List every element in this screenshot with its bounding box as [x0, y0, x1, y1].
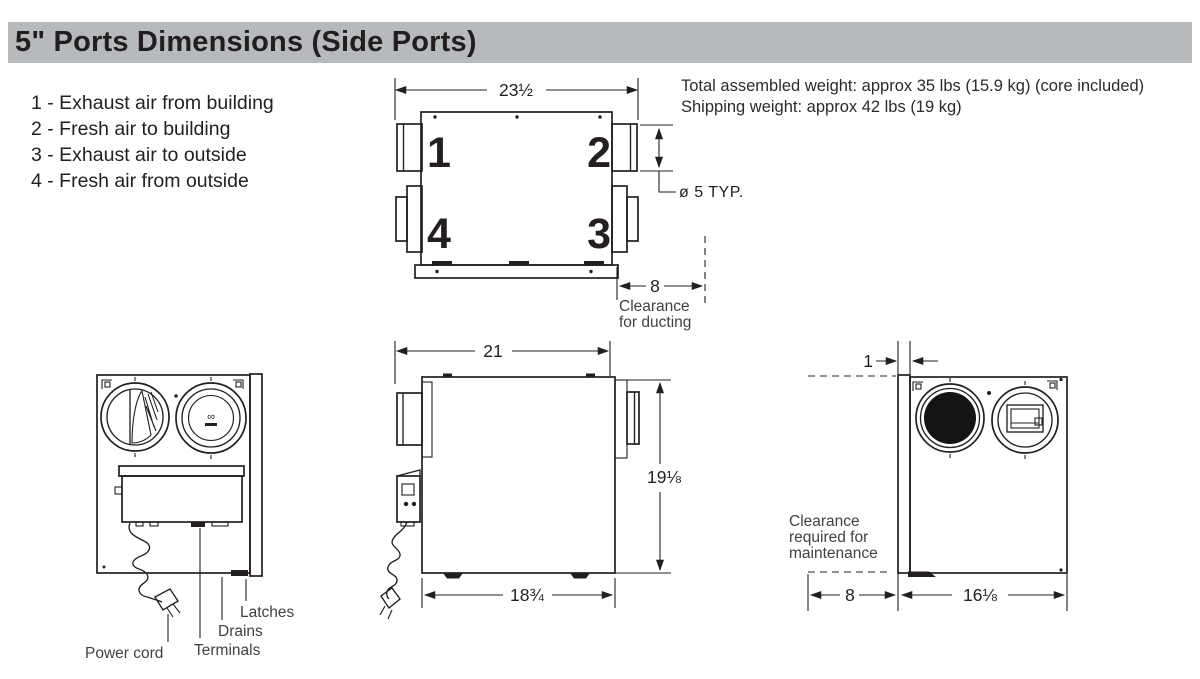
left-side-view-diagram: ∞ Power cord Terminals Drains Latches [85, 373, 295, 662]
height-dimension: 19⅛ [615, 379, 681, 574]
bottom-width-dimension: 18¾ [421, 578, 616, 608]
port-label-4: 4 [427, 210, 451, 258]
duct-clearance-dimension: 8 Clearance for ducting [616, 236, 706, 331]
door-gap-dimension: 1 [863, 341, 938, 374]
maintenance-clearance-dimension: 8 [807, 573, 899, 611]
front-width-dim-text: 23½ [499, 80, 533, 100]
power-cord-drawing [128, 522, 181, 618]
center-top-dim-text: 21 [483, 341, 502, 361]
electrical-box [114, 465, 245, 527]
shipping-weight-note: Shipping weight: approx 42 lbs (19 kg) [681, 98, 962, 116]
weight-notes: Total assembled weight: approx 35 lbs (1… [681, 76, 1144, 118]
maintenance-label-3: maintenance [789, 545, 878, 562]
terminals-label: Terminals [194, 642, 261, 659]
latch-detail [231, 570, 248, 576]
duct-clearance-label-1: Clearance [619, 298, 690, 315]
center-bottom-dim-text: 18¾ [510, 585, 544, 605]
port-diameter-dimension: ø 5 TYP. [640, 124, 744, 201]
left-panel-outline [96, 373, 263, 577]
center-control-box [396, 469, 421, 527]
center-unit-outline [396, 373, 640, 579]
maintenance-dim-text: 8 [845, 585, 855, 605]
open-port-circle [915, 378, 985, 458]
port-legend: 1 - Exhaust air from building 2 - Fresh … [31, 90, 274, 194]
front-unit-outline [395, 111, 639, 279]
port-label-1: 1 [427, 129, 451, 177]
legend-item-4: 4 - Fresh air from outside [31, 170, 249, 192]
page-title: 5" Ports Dimensions (Side Ports) [15, 26, 477, 58]
port-label-2: 2 [587, 129, 611, 177]
right-width-dim-text: 16⅛ [963, 585, 997, 605]
fan-hub-mark: ∞ [207, 411, 215, 423]
maintenance-view-diagram: 1 Clearance required for maintenance 8 1… [789, 341, 1068, 611]
callout-leaders: Power cord Terminals Drains Latches [85, 528, 295, 662]
maintenance-label-2: required for [789, 529, 868, 546]
duct-clearance-label-2: for ducting [619, 314, 691, 331]
center-side-view-diagram: 21 19⅛ 18¾ [379, 341, 681, 620]
center-power-cord [379, 521, 408, 620]
fan-port-circle: ∞ [175, 377, 247, 459]
top-width-dimension: 21 [394, 341, 611, 384]
legend-item-3: 3 - Exhaust air to outside [31, 144, 247, 166]
damper-port-circle [100, 377, 170, 457]
right-unit-outline [897, 374, 1068, 577]
legend-item-1: 1 - Exhaust air from building [31, 92, 274, 114]
drains-label: Drains [218, 623, 263, 640]
title-bar: 5" Ports Dimensions (Side Ports) [8, 22, 1192, 63]
port-label-3: 3 [587, 210, 611, 258]
maintenance-clearance-zone: Clearance required for maintenance [789, 375, 896, 573]
front-view-diagram: 1 2 4 3 23½ ø 5 TYP. 8 Clearance for duc… [394, 78, 744, 331]
front-port-numbers: 1 2 4 3 [427, 129, 611, 258]
damper-port-circle-right [991, 381, 1059, 459]
maintenance-label-1: Clearance [789, 513, 860, 530]
assembled-weight-note: Total assembled weight: approx 35 lbs (1… [681, 77, 1145, 95]
port-diameter-text: ø 5 TYP. [679, 184, 744, 201]
door-gap-dim-text: 1 [863, 351, 873, 371]
center-height-dim-text: 19⅛ [647, 467, 681, 487]
power-cord-label: Power cord [85, 645, 163, 662]
legend-item-2: 2 - Fresh air to building [31, 118, 231, 140]
latches-label: Latches [240, 604, 295, 621]
front-width-dimension: 23½ [394, 78, 639, 120]
right-width-dimension: 16⅛ [900, 574, 1068, 611]
duct-clearance-dim-text: 8 [650, 276, 660, 296]
